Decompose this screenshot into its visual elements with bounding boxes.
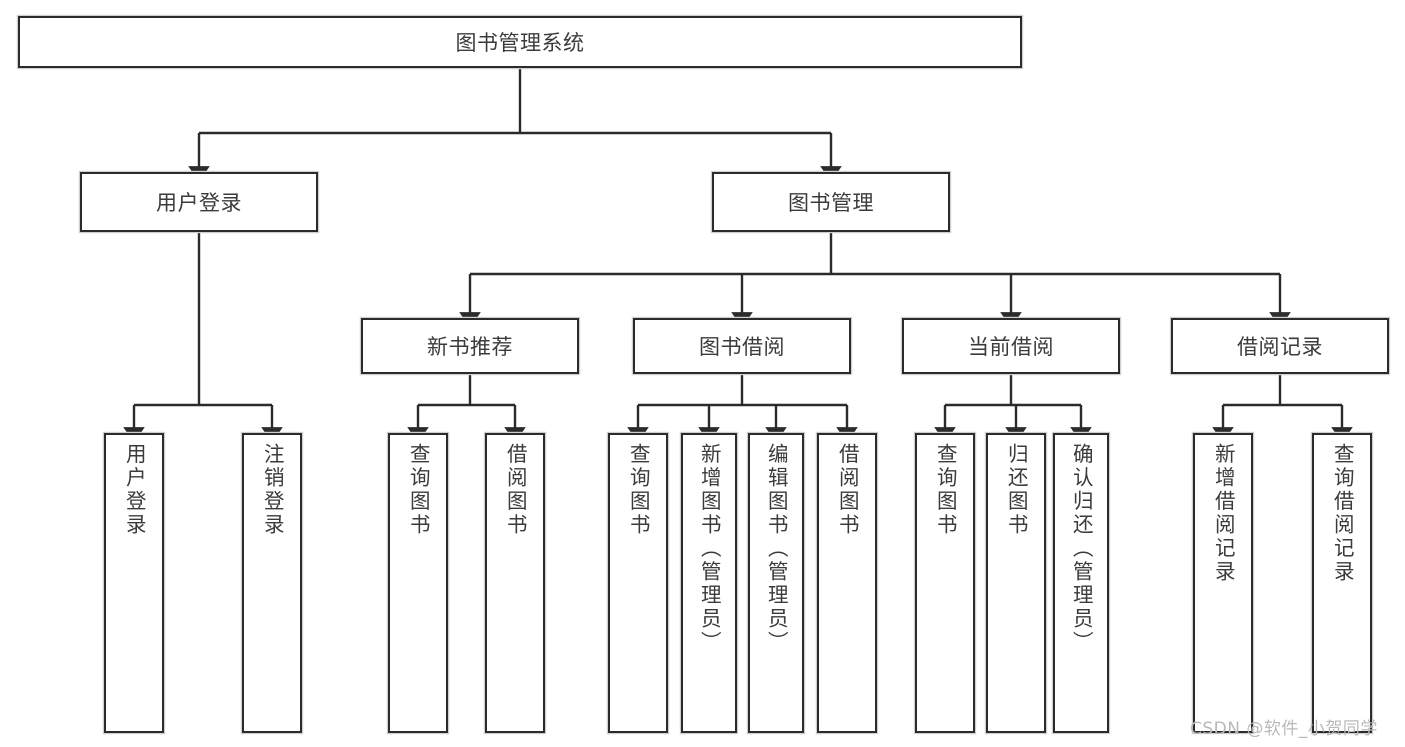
node-leaf9[interactable]: 查询图书 <box>915 433 975 733</box>
node-label: 借阅记录 <box>1237 335 1323 359</box>
node-label: 图书管理 <box>788 191 874 215</box>
node-label: 确认归还（管理员） <box>1069 443 1094 655</box>
node-label: 查询图书 <box>626 443 651 537</box>
node-label: 图书借阅 <box>699 335 785 359</box>
node-label: 新增借阅记录 <box>1211 443 1236 584</box>
node-leaf11[interactable]: 确认归还（管理员） <box>1053 433 1109 733</box>
node-l1a[interactable]: 用户登录 <box>80 172 318 232</box>
node-label: 查询借阅记录 <box>1330 443 1355 584</box>
node-l2c[interactable]: 当前借阅 <box>902 318 1120 374</box>
node-l2b[interactable]: 图书借阅 <box>633 318 851 374</box>
node-label: 查询图书 <box>406 443 431 537</box>
node-label: 图书管理系统 <box>455 31 585 55</box>
node-leaf4[interactable]: 借阅图书 <box>485 433 545 733</box>
node-label: 用户登录 <box>156 191 242 215</box>
node-l1b[interactable]: 图书管理 <box>712 172 950 232</box>
node-leaf12[interactable]: 新增借阅记录 <box>1193 433 1253 733</box>
node-leaf8[interactable]: 借阅图书 <box>817 433 877 733</box>
node-leaf13[interactable]: 查询借阅记录 <box>1312 433 1372 733</box>
node-l2d[interactable]: 借阅记录 <box>1171 318 1389 374</box>
node-leaf10[interactable]: 归还图书 <box>986 433 1046 733</box>
node-label: 新书推荐 <box>427 335 513 359</box>
node-leaf7[interactable]: 编辑图书（管理员） <box>748 433 804 733</box>
node-label: 借阅图书 <box>835 443 860 537</box>
node-leaf3[interactable]: 查询图书 <box>388 433 448 733</box>
node-label: 归还图书 <box>1004 443 1029 537</box>
node-label: 用户登录 <box>122 443 147 537</box>
node-label: 编辑图书（管理员） <box>764 443 789 655</box>
node-root[interactable]: 图书管理系统 <box>18 16 1022 68</box>
node-label: 新增图书（管理员） <box>697 443 722 655</box>
node-l2a[interactable]: 新书推荐 <box>361 318 579 374</box>
node-leaf1[interactable]: 用户登录 <box>104 433 164 733</box>
node-label: 借阅图书 <box>503 443 528 537</box>
node-label: 查询图书 <box>933 443 958 537</box>
node-leaf6[interactable]: 新增图书（管理员） <box>681 433 737 733</box>
node-label: 当前借阅 <box>968 335 1054 359</box>
node-label: 注销登录 <box>260 443 285 537</box>
node-leaf5[interactable]: 查询图书 <box>608 433 668 733</box>
node-leaf2[interactable]: 注销登录 <box>242 433 302 733</box>
